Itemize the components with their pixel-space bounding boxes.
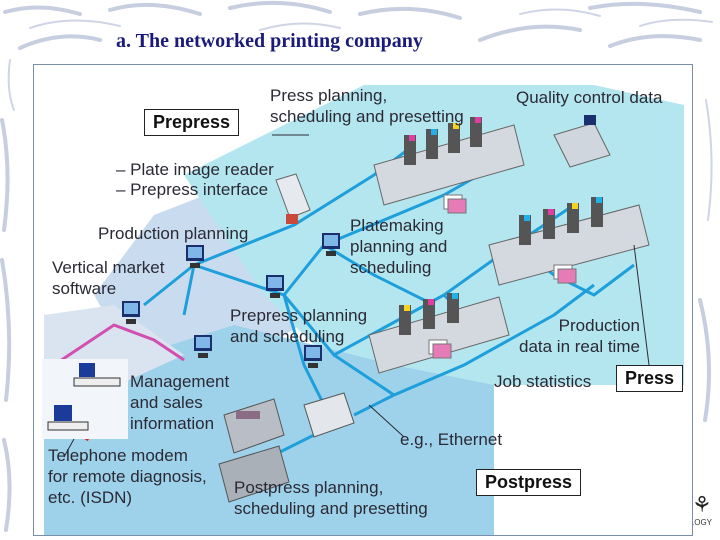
platemaking-label: Platemaking planning and scheduling bbox=[350, 216, 448, 277]
network-branch-5 bbox=[353, 393, 395, 417]
corner-logo: ⚘ .OGY bbox=[692, 492, 712, 527]
computer-icon-platemaking bbox=[322, 233, 340, 256]
slide-title: a. The networked printing company bbox=[116, 30, 423, 52]
modem-line bbox=[53, 323, 185, 367]
pointer-lines bbox=[63, 134, 650, 458]
telephone-modem-label: Telephone modem for remote diagnosis, et… bbox=[48, 446, 207, 507]
prepress-planning-label: Prepress planning and scheduling bbox=[230, 306, 368, 346]
computer-icon-postpress bbox=[304, 345, 322, 368]
postpress-machine-icon-2 bbox=[218, 445, 290, 503]
postpress-planning-label: Postpress planning, scheduling and prese… bbox=[234, 478, 428, 518]
postpress-machine-icon-3 bbox=[303, 392, 355, 438]
vertical-market-label: Vertical market software bbox=[52, 258, 165, 298]
prepress-interface-label: – Prepress interface bbox=[116, 180, 269, 199]
printed-sheets-icon-2 bbox=[553, 264, 577, 284]
press-machine-icon-2 bbox=[488, 197, 650, 286]
computer-icon-production-planning bbox=[186, 245, 204, 268]
production-data-label: Production data in real time bbox=[519, 316, 640, 356]
computer-icon-management bbox=[194, 335, 212, 358]
press-machine-icon-1 bbox=[373, 117, 525, 206]
printed-sheets-icon-1 bbox=[443, 194, 467, 214]
press-planning-label: Press planning, scheduling and presettin… bbox=[270, 86, 464, 126]
printed-sheets-icon-3 bbox=[428, 339, 452, 359]
network-branch-1 bbox=[323, 243, 435, 307]
computer-icon-vertical-market bbox=[122, 301, 140, 324]
postpress-machine-icon-1 bbox=[223, 398, 285, 454]
plate-image-reader-icon bbox=[275, 173, 311, 224]
press-box: Press bbox=[616, 365, 684, 392]
diagram-frame: Prepress Press Postpress Press planning,… bbox=[33, 64, 693, 536]
ethernet-label: e.g., Ethernet bbox=[400, 430, 503, 449]
computer-icon-prepress-planning bbox=[266, 275, 284, 298]
quality-control-console-icon bbox=[553, 115, 611, 168]
management-computer-icon-2 bbox=[47, 405, 89, 431]
press-machine-icon-3 bbox=[368, 293, 510, 374]
production-planning-label: Production planning bbox=[98, 224, 249, 243]
network-branch-7 bbox=[182, 264, 196, 316]
network-trunk-4 bbox=[333, 283, 595, 397]
quality-control-label: Quality control data bbox=[516, 88, 663, 107]
logo-text: .OGY bbox=[692, 518, 713, 527]
network-diagram bbox=[42, 85, 684, 535]
prepress-box: Prepress bbox=[144, 109, 240, 136]
postpress-box: Postpress bbox=[476, 469, 582, 496]
job-statistics-label: Job statistics bbox=[494, 372, 592, 391]
logo-glyph: ⚘ bbox=[692, 492, 712, 517]
management-computer-icon-1 bbox=[73, 363, 121, 387]
management-label: Management and sales information bbox=[130, 372, 230, 433]
plate-image-reader-label: – Plate image reader bbox=[116, 160, 274, 179]
